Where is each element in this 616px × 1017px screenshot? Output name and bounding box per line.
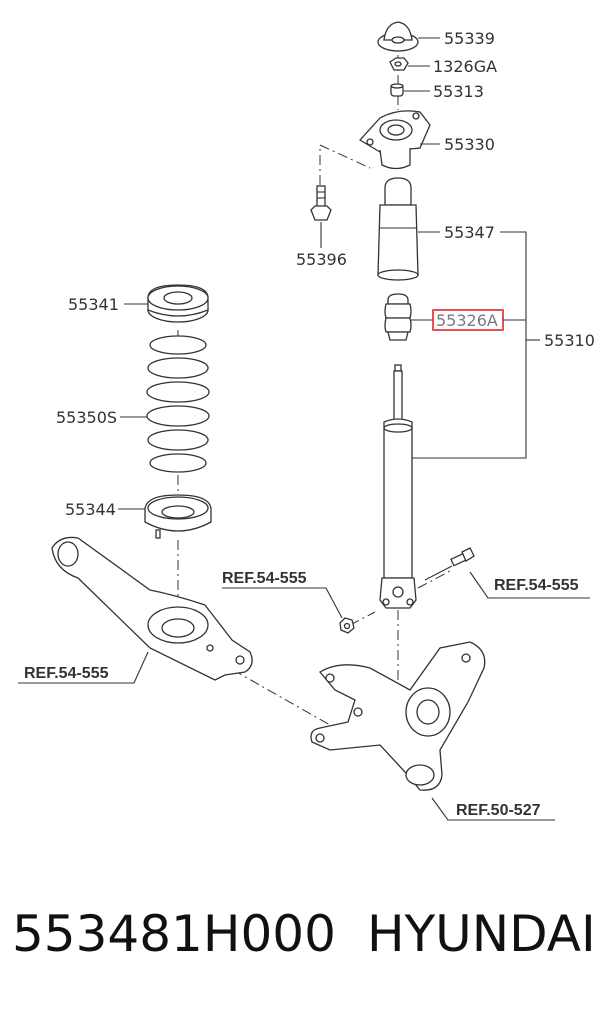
insulator-cap-part[interactable] bbox=[377, 21, 419, 52]
strut-mount-bracket-part[interactable] bbox=[358, 110, 431, 170]
label-55313: 55313 bbox=[433, 82, 484, 101]
dust-boot-part[interactable] bbox=[377, 177, 419, 281]
label-55339: 55339 bbox=[444, 29, 495, 48]
knuckle-nut-part[interactable] bbox=[339, 617, 355, 634]
bump-stopper-part[interactable] bbox=[384, 293, 412, 341]
ref-knuckle[interactable]: REF.50-527 bbox=[456, 802, 541, 819]
label-55344: 55344 bbox=[65, 500, 116, 519]
nut-part[interactable] bbox=[389, 57, 409, 71]
ref-knuckle-bolt-left[interactable]: REF.54-555 bbox=[222, 570, 307, 587]
label-55330: 55330 bbox=[444, 135, 495, 154]
lower-arm-part[interactable] bbox=[51, 536, 253, 681]
shock-absorber-part[interactable] bbox=[379, 364, 417, 609]
caption: 553481H000 HYUNDAI bbox=[0, 905, 616, 975]
label-55326a[interactable]: 55326A bbox=[436, 311, 498, 330]
label-55310: 55310 bbox=[544, 331, 595, 350]
ref-lower-arm[interactable]: REF.54-555 bbox=[24, 665, 109, 682]
lower-spring-pad-part[interactable] bbox=[144, 494, 212, 539]
label-1326ga: 1326GA bbox=[433, 57, 497, 76]
bolt-part[interactable] bbox=[310, 185, 332, 221]
label-55341: 55341 bbox=[68, 295, 119, 314]
knuckle-part[interactable] bbox=[310, 641, 486, 791]
label-55396: 55396 bbox=[296, 250, 347, 269]
brand-text: HYUNDAI bbox=[367, 905, 596, 963]
label-55347: 55347 bbox=[444, 223, 495, 242]
ref-knuckle-bolt-right[interactable]: REF.54-555 bbox=[494, 577, 579, 594]
suspension-parts-diagram: 55339 1326GA 55313 55330 55396 5534 bbox=[18, 21, 595, 821]
washer-part[interactable] bbox=[390, 83, 404, 97]
part-number-text: 553481H000 bbox=[12, 905, 336, 963]
coil-spring-part[interactable] bbox=[146, 335, 210, 473]
knuckle-bolt-part[interactable] bbox=[424, 547, 475, 581]
upper-spring-pad-part[interactable] bbox=[147, 284, 209, 323]
label-55350s: 55350S bbox=[56, 408, 117, 427]
